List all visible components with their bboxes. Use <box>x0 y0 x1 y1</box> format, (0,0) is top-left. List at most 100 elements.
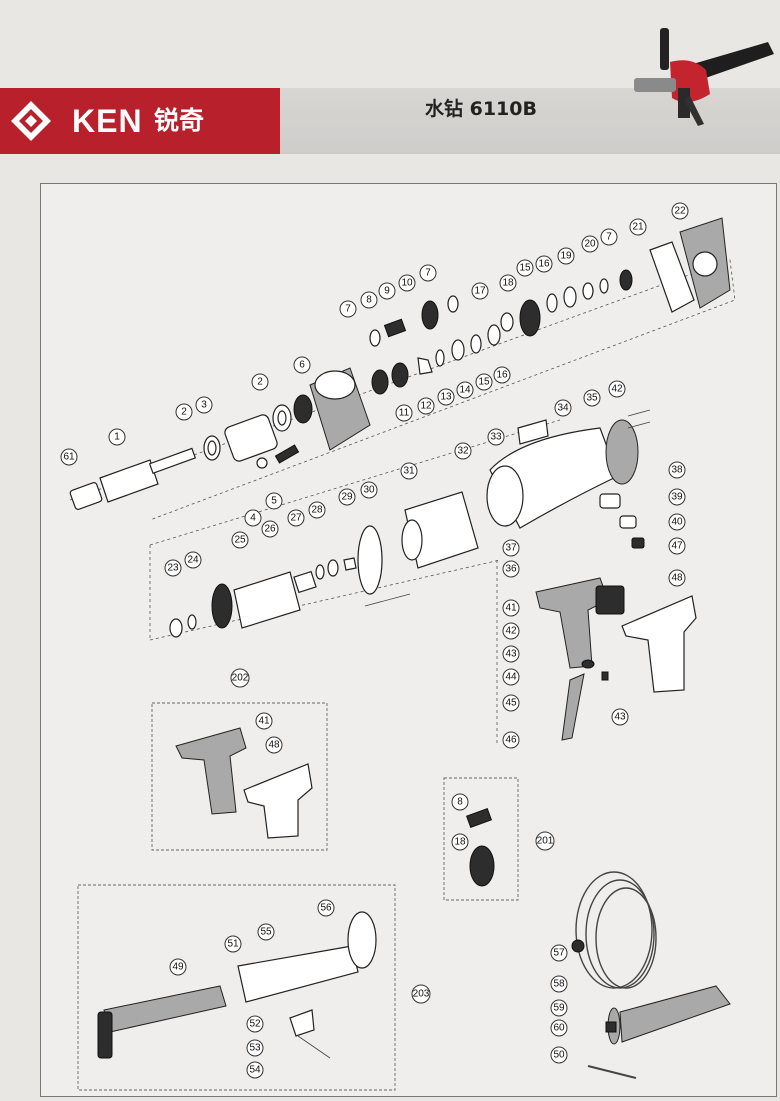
part-label-17: 17 <box>471 282 489 300</box>
svg-text:32: 32 <box>457 446 469 457</box>
part-label-3: 3 <box>195 396 213 414</box>
svg-text:5: 5 <box>271 496 277 507</box>
part-label-49: 49 <box>169 958 187 976</box>
svg-text:43: 43 <box>505 649 517 660</box>
svg-text:37: 37 <box>505 543 517 554</box>
part-label-56: 56 <box>317 899 335 917</box>
svg-text:20: 20 <box>584 239 596 250</box>
svg-text:53: 53 <box>249 1043 261 1054</box>
part-label-37: 37 <box>502 539 520 557</box>
part-label-18: 18 <box>499 274 517 292</box>
svg-text:9: 9 <box>384 286 390 297</box>
side-handle-part-icon <box>561 659 609 741</box>
part-label-45: 45 <box>502 694 520 712</box>
part-label-19: 19 <box>557 247 575 265</box>
svg-text:202: 202 <box>232 673 249 684</box>
part-label-7: 7 <box>419 264 437 282</box>
svg-text:19: 19 <box>560 251 572 262</box>
part-label-34: 34 <box>554 399 572 417</box>
svg-text:44: 44 <box>505 672 517 683</box>
svg-text:201: 201 <box>537 836 554 847</box>
part-label-42: 42 <box>608 380 626 398</box>
part-label-21: 21 <box>629 218 647 236</box>
svg-text:7: 7 <box>345 304 351 315</box>
svg-text:2: 2 <box>181 407 187 418</box>
rear-handle-kit-part-icon <box>97 911 377 1059</box>
svg-text:41: 41 <box>505 603 517 614</box>
svg-text:15: 15 <box>478 377 490 388</box>
part-label-52: 52 <box>246 1015 264 1033</box>
svg-text:30: 30 <box>363 485 375 496</box>
part-label-25: 25 <box>231 531 249 549</box>
svg-text:27: 27 <box>290 513 302 524</box>
part-label-53: 53 <box>246 1039 264 1057</box>
svg-text:58: 58 <box>553 979 565 990</box>
svg-text:29: 29 <box>341 492 353 503</box>
part-label-30: 30 <box>360 481 378 499</box>
svg-text:57: 57 <box>553 948 565 959</box>
svg-text:39: 39 <box>671 492 683 503</box>
svg-text:7: 7 <box>606 232 612 243</box>
svg-text:61: 61 <box>63 452 75 463</box>
svg-text:55: 55 <box>260 927 272 938</box>
part-label-4: 4 <box>244 509 262 527</box>
carbon-brush-part-icon <box>599 493 645 549</box>
part-label-29: 29 <box>338 488 356 506</box>
part-label-27: 27 <box>287 509 305 527</box>
end-cover-part-icon <box>649 217 731 313</box>
svg-text:40: 40 <box>671 517 683 528</box>
svg-text:51: 51 <box>227 939 239 950</box>
part-label-18: 18 <box>451 833 469 851</box>
svg-text:23: 23 <box>167 563 179 574</box>
diamond-logo-icon <box>11 101 51 141</box>
svg-text:43: 43 <box>614 712 626 723</box>
part-label-13: 13 <box>437 388 455 406</box>
part-label-11: 11 <box>395 404 413 422</box>
part-label-16: 16 <box>535 255 553 273</box>
svg-text:16: 16 <box>538 259 550 270</box>
svg-text:18: 18 <box>454 837 466 848</box>
svg-text:47: 47 <box>671 541 683 552</box>
part-label-2: 2 <box>175 403 193 421</box>
stator-part-icon <box>357 491 479 607</box>
svg-text:6: 6 <box>299 360 305 371</box>
svg-text:50: 50 <box>553 1050 565 1061</box>
part-label-22: 22 <box>671 202 689 220</box>
part-label-57: 57 <box>550 944 568 962</box>
part-label-2: 2 <box>251 373 269 391</box>
svg-text:10: 10 <box>401 278 413 289</box>
svg-text:16: 16 <box>496 370 508 381</box>
part-label-14: 14 <box>456 381 474 399</box>
svg-text:14: 14 <box>459 385 471 396</box>
brand-name: KEN <box>72 103 143 139</box>
part-label-36: 36 <box>502 560 520 578</box>
part-label-203: 203 <box>411 984 431 1004</box>
part-label-59: 59 <box>550 999 568 1017</box>
large-gear-part-icon <box>500 269 633 337</box>
part-label-58: 58 <box>550 975 568 993</box>
part-label-44: 44 <box>502 668 520 686</box>
handle-half-part-icon <box>535 577 697 693</box>
svg-text:28: 28 <box>311 505 323 516</box>
svg-text:4: 4 <box>250 513 256 524</box>
svg-text:60: 60 <box>553 1023 565 1034</box>
part-label-60: 60 <box>550 1019 568 1037</box>
svg-text:12: 12 <box>420 401 432 412</box>
gear-train-part-icon <box>369 295 459 347</box>
part-label-33: 33 <box>487 428 505 446</box>
part-label-6: 6 <box>293 356 311 374</box>
part-label-7: 7 <box>600 228 618 246</box>
kit-box-203 <box>77 884 396 1091</box>
part-label-40: 40 <box>668 513 686 531</box>
part-label-24: 24 <box>184 551 202 569</box>
gear-housing-part-icon <box>293 367 371 451</box>
svg-text:46: 46 <box>505 735 517 746</box>
part-label-8: 8 <box>451 793 469 811</box>
part-label-41: 41 <box>255 712 273 730</box>
part-label-23: 23 <box>164 559 182 577</box>
part-label-55: 55 <box>257 923 275 941</box>
part-label-12: 12 <box>417 397 435 415</box>
part-label-46: 46 <box>502 731 520 749</box>
